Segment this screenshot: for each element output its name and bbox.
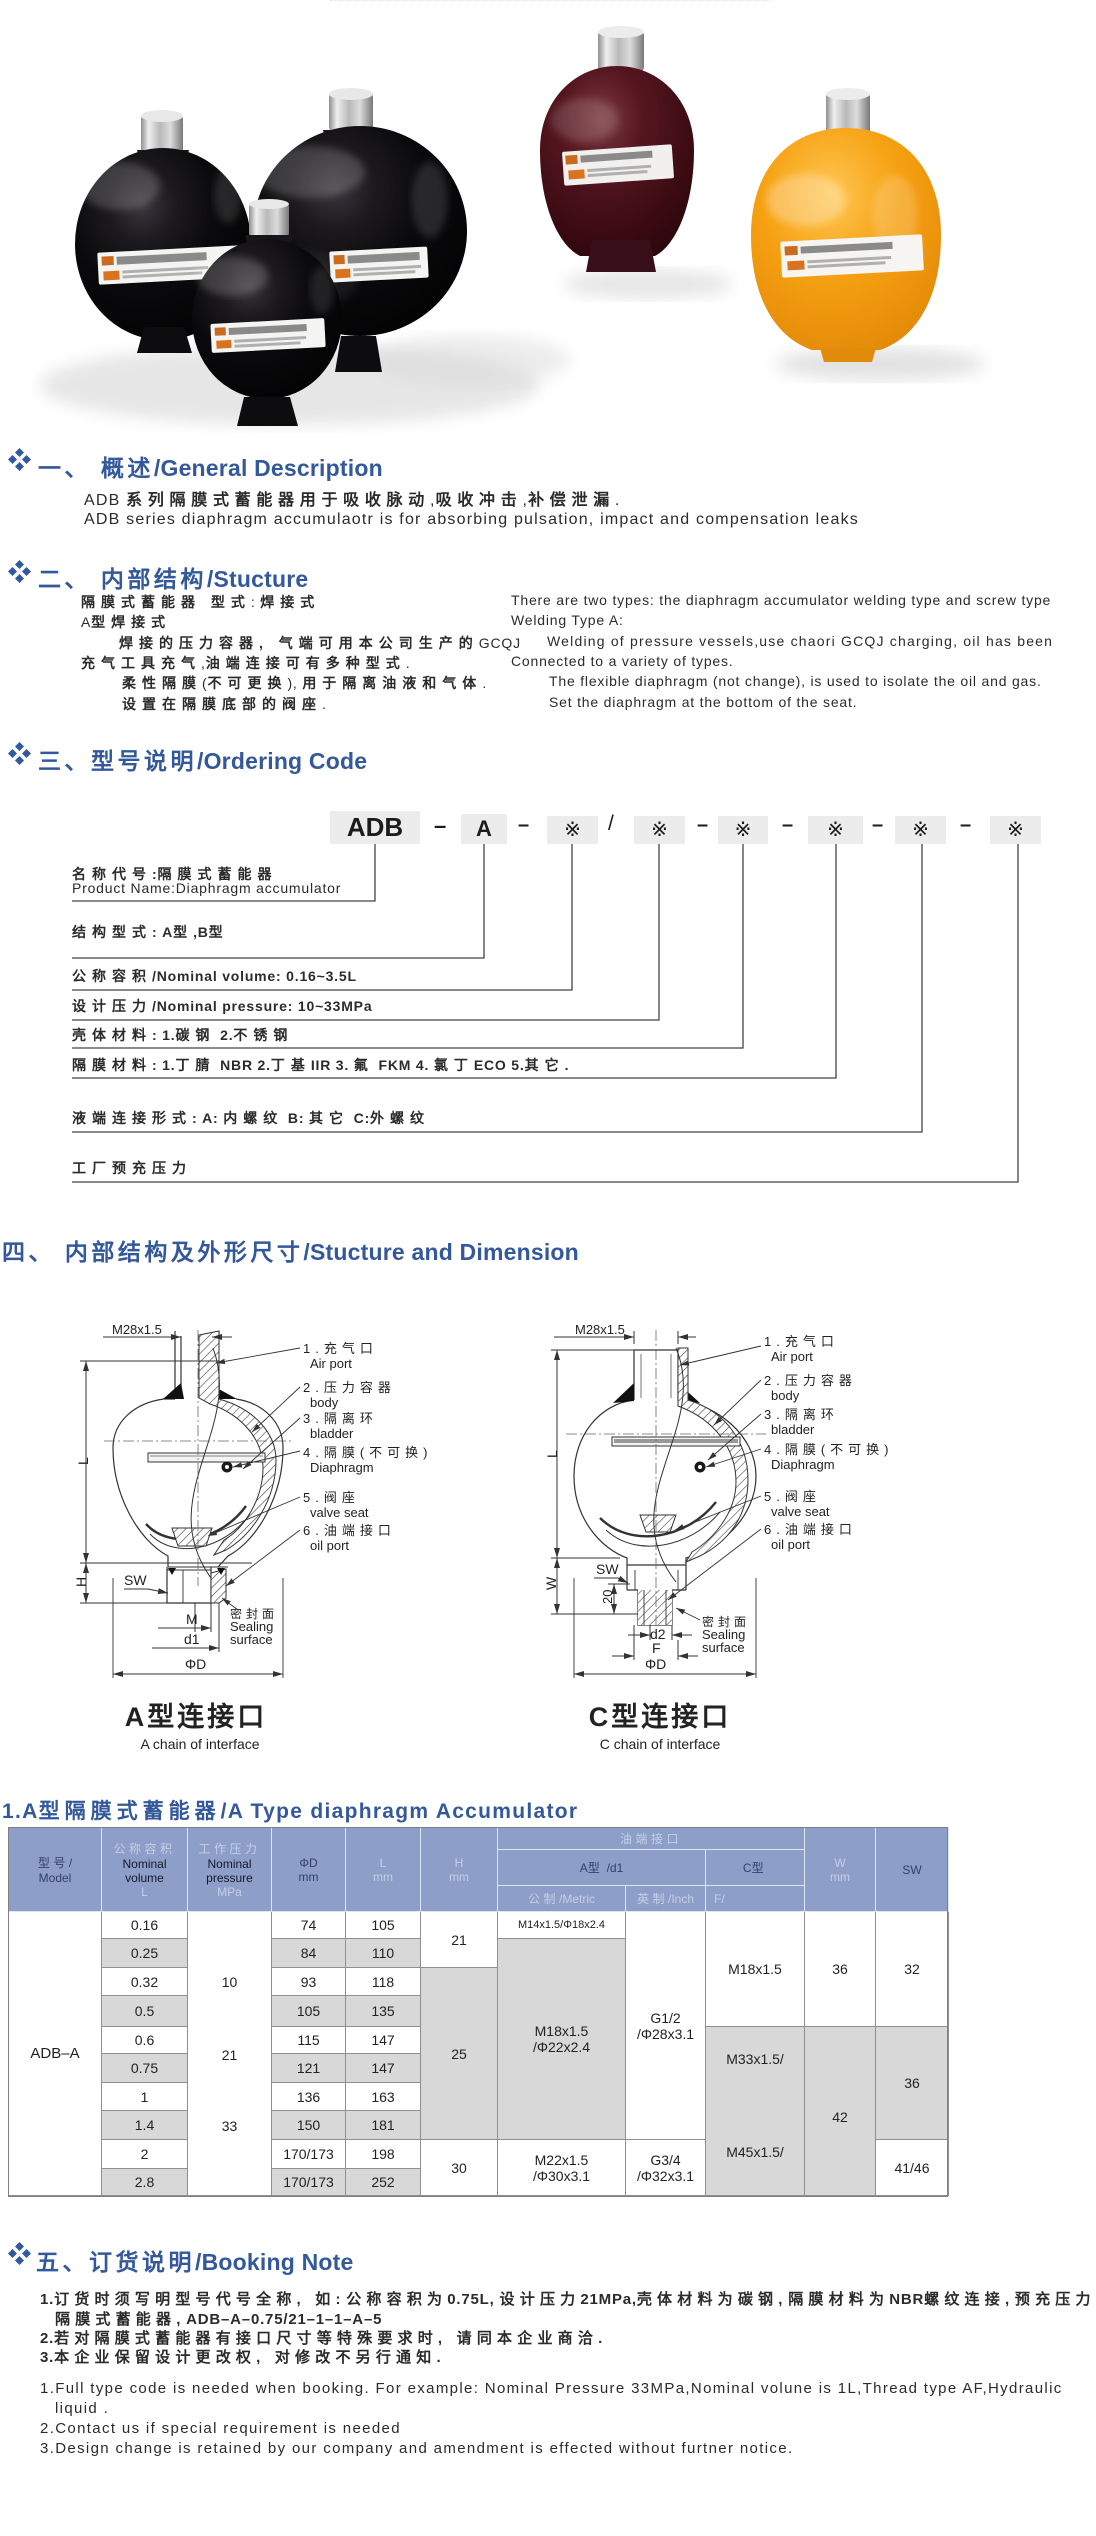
svg-text:Air port: Air port [771,1349,813,1364]
svg-text:3.隔离环: 3.隔离环 [764,1407,839,1422]
svg-text:Diaphragm: Diaphragm [771,1457,835,1472]
svg-text:1.充气口: 1.充气口 [303,1341,378,1356]
svg-text:2.压力容器: 2.压力容器 [303,1380,396,1395]
svg-text:5.阀座: 5.阀座 [764,1489,821,1504]
svg-text:A chain of interface: A chain of interface [140,1736,259,1752]
svg-text:surface: surface [702,1640,745,1655]
svg-text:4.隔膜(不可换): 4.隔膜(不可换) [303,1445,433,1460]
svg-text:20: 20 [600,1590,615,1604]
svg-text:SW: SW [596,1561,619,1577]
svg-text:6.油端接口: 6.油端接口 [764,1522,857,1537]
svg-text:A型连接口: A型连接口 [125,1701,268,1732]
svg-text:5.阀座: 5.阀座 [303,1490,360,1505]
svg-text:body: body [310,1395,339,1410]
svg-text:H: H [73,1577,89,1587]
svg-text:3.隔离环: 3.隔离环 [303,1411,378,1426]
svg-text:密封面: 密封面 [702,1614,750,1629]
svg-text:surface: surface [230,1632,273,1647]
svg-text:6.油端接口: 6.油端接口 [303,1523,396,1538]
svg-text:L: L [544,1450,560,1458]
svg-text:4.隔膜(不可换): 4.隔膜(不可换) [764,1442,894,1457]
svg-text:W: W [543,1576,559,1590]
svg-text:2.压力容器: 2.压力容器 [764,1373,857,1388]
svg-text:F: F [652,1640,661,1656]
svg-text:C chain of interface: C chain of interface [600,1736,721,1752]
svg-text:1.充气口: 1.充气口 [764,1334,839,1349]
svg-text:M28x1.5: M28x1.5 [575,1322,625,1337]
svg-text:M: M [186,1611,198,1627]
svg-text:Diaphragm: Diaphragm [310,1460,374,1475]
svg-text:Sealing: Sealing [702,1627,745,1642]
svg-text:valve seat: valve seat [310,1505,369,1520]
svg-text:oil port: oil port [771,1537,810,1552]
svg-text:Sealing: Sealing [230,1619,273,1634]
svg-text:d1: d1 [184,1631,200,1647]
svg-text:bladder: bladder [771,1422,815,1437]
svg-text:密封面: 密封面 [230,1606,278,1621]
svg-text:Air port: Air port [310,1356,352,1371]
svg-text:ΦD: ΦD [645,1656,666,1672]
svg-text:ΦD: ΦD [185,1656,206,1672]
svg-text:valve seat: valve seat [771,1504,830,1519]
svg-text:M28x1.5: M28x1.5 [112,1322,162,1337]
svg-text:bladder: bladder [310,1426,354,1441]
svg-text:d2: d2 [650,1626,666,1642]
svg-text:SW: SW [124,1572,147,1588]
svg-text:C型连接口: C型连接口 [589,1701,732,1732]
svg-text:L: L [75,1457,91,1465]
svg-text:body: body [771,1388,800,1403]
svg-text:oil port: oil port [310,1538,349,1553]
